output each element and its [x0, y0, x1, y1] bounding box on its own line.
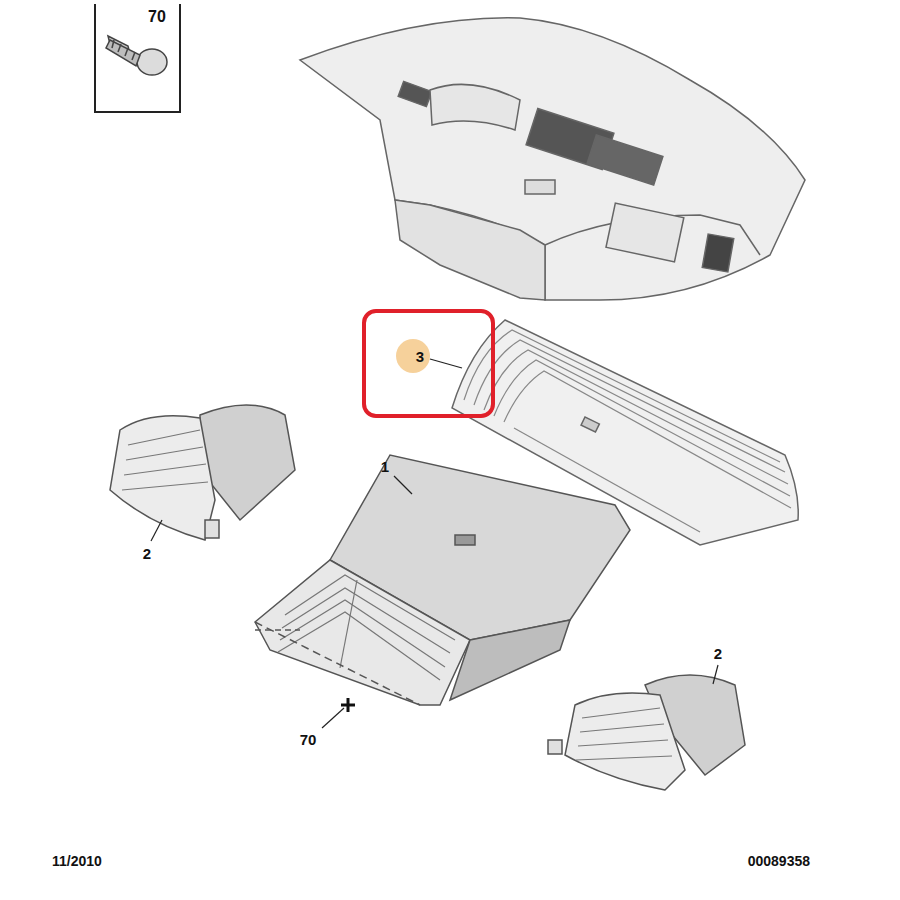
- callout-number: 70: [148, 9, 166, 25]
- callout-number: 3: [416, 349, 424, 364]
- date-code: 11/2010: [52, 854, 102, 868]
- highlight-frame: [364, 311, 493, 416]
- screw-box: [95, 4, 180, 112]
- callout-number: 2: [143, 546, 151, 561]
- dashboard-overview: [300, 18, 805, 300]
- side-vent-left: [110, 405, 295, 540]
- screw-position-mark: [341, 698, 355, 712]
- callout-number: 1: [381, 459, 389, 474]
- callout-number: 70: [300, 732, 317, 747]
- callout-number: 2: [714, 646, 722, 661]
- callout-marker: [396, 339, 430, 373]
- side-vent-right: [548, 675, 745, 790]
- central-vent: [255, 455, 630, 705]
- diagram-reference: 00089358: [748, 854, 810, 868]
- screw-symbol: [106, 36, 167, 75]
- leader-lines: [151, 359, 718, 728]
